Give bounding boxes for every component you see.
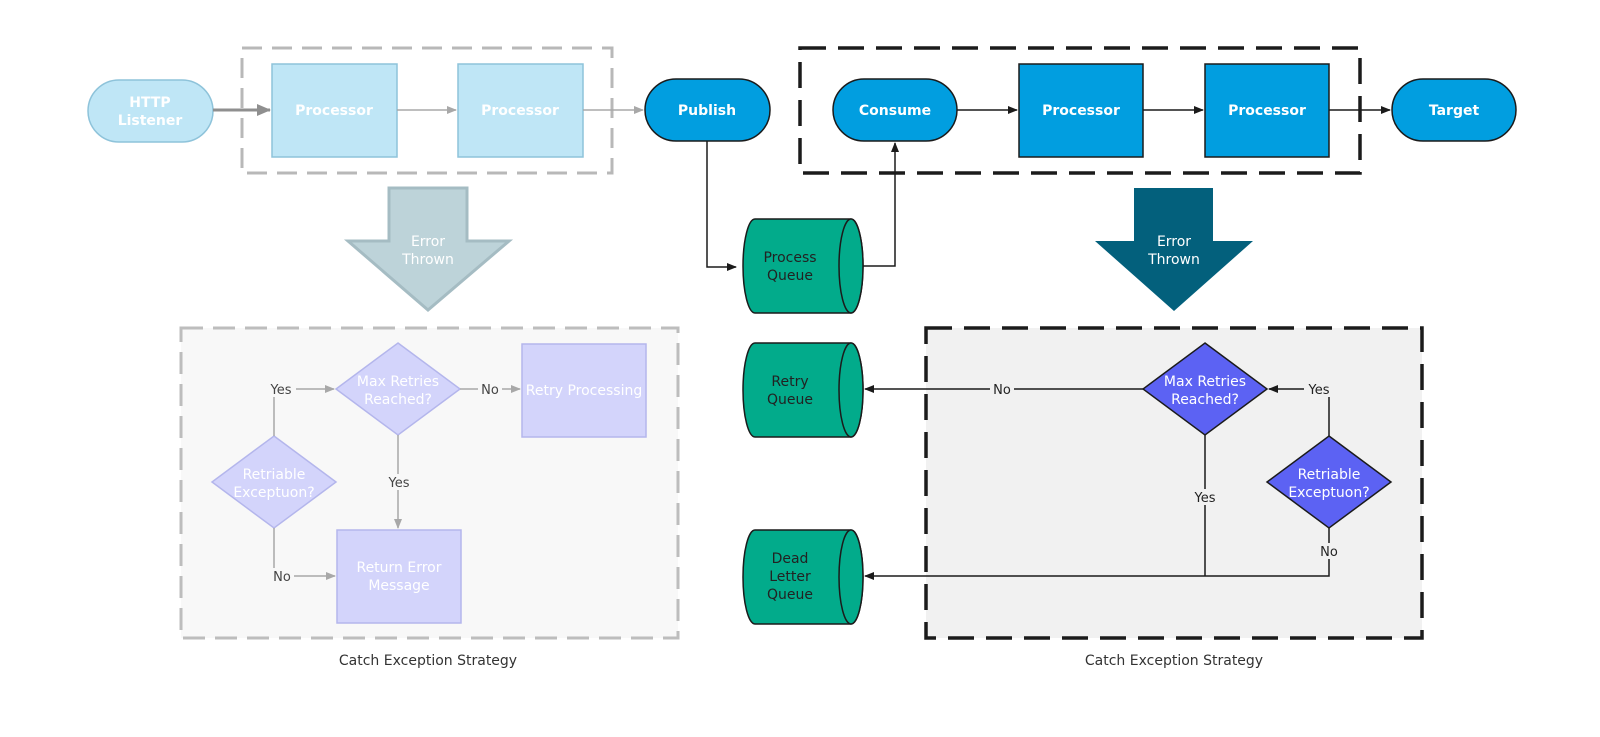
right-error-thrown-arrow: Error Thrown — [1095, 188, 1253, 311]
right-max-retries-label-line1: Max Retries — [1164, 374, 1246, 390]
left-retriable-decision[interactable]: Retriable Exceptuon? — [210, 435, 338, 529]
left-retry-processing-label: Retry Processing — [526, 383, 642, 399]
process-queue-label-line2: Queue — [767, 268, 813, 284]
left-error-thrown-label-line1: Error — [411, 234, 445, 250]
left-no-right-label: No — [481, 383, 499, 398]
left-no-bottom-label: No — [273, 570, 291, 585]
left-retriable-label-line2: Exceptuon? — [233, 485, 314, 501]
right-max-retries-decision[interactable]: Max Retries Reached? — [1141, 342, 1269, 436]
left-retriable-label-line1: Retriable — [243, 467, 306, 483]
right-retriable-label-line2: Exceptuon? — [1288, 485, 1369, 501]
dead-letter-queue-label-line1: Dead — [772, 551, 809, 567]
left-processor-2-label: Processor — [481, 103, 559, 119]
left-max-retries-decision[interactable]: Max Retries Reached? — [334, 342, 462, 436]
right-yes-right-label: Yes — [1308, 383, 1330, 398]
right-processor-2-label: Processor — [1228, 103, 1306, 119]
left-processor-1-label: Processor — [295, 103, 373, 119]
process-queue-label-line1: Process — [763, 250, 816, 266]
left-retry-processing-node[interactable]: Retry Processing — [521, 343, 647, 438]
left-return-error-node[interactable]: Return Error Message — [336, 529, 462, 624]
edge-process-queue-to-consume — [863, 142, 899, 267]
edge-label-bg — [270, 568, 294, 584]
right-yes-down-label: Yes — [1194, 491, 1216, 506]
left-yes-top-label: Yes — [270, 383, 292, 398]
left-yes-down-label: Yes — [388, 476, 410, 491]
edge-label-bg — [1316, 543, 1342, 559]
right-processor-1-label: Processor — [1042, 103, 1120, 119]
dead-letter-queue-label-line3: Queue — [767, 587, 813, 603]
left-processor-2-node[interactable]: Processor — [457, 63, 584, 158]
target-label: Target — [1429, 103, 1480, 119]
dead-letter-queue-node[interactable]: Dead Letter Queue — [742, 529, 864, 625]
publish-node[interactable]: Publish — [644, 78, 771, 142]
right-max-retries-label-line2: Reached? — [1171, 392, 1239, 408]
retry-queue-node[interactable]: Retry Queue — [742, 342, 864, 438]
right-processor-2-node[interactable]: Processor — [1204, 63, 1330, 158]
edge-label-bg — [1190, 489, 1220, 505]
right-error-thrown-label-line1: Error — [1157, 234, 1191, 250]
left-return-error-label-line1: Return Error — [356, 560, 441, 576]
publish-label: Publish — [678, 103, 736, 119]
left-return-error-label-line2: Message — [368, 578, 429, 594]
left-max-retries-label-line2: Reached? — [364, 392, 432, 408]
edge-label-bg — [266, 381, 296, 397]
right-retriable-label-line1: Retriable — [1298, 467, 1361, 483]
left-max-retries-label-line1: Max Retries — [357, 374, 439, 390]
right-retriable-decision[interactable]: Retriable Exceptuon? — [1265, 435, 1393, 529]
dead-letter-queue-label-line2: Letter — [769, 569, 811, 585]
target-node[interactable]: Target — [1391, 78, 1517, 142]
edge-label-bg — [384, 474, 414, 490]
edge-label-bg — [1304, 381, 1334, 397]
http-listener-label-line2: Listener — [118, 113, 183, 129]
left-error-thrown-label-line2: Thrown — [401, 252, 454, 268]
retry-queue-label-line2: Queue — [767, 392, 813, 408]
retry-queue-label-line1: Retry — [771, 374, 808, 390]
right-strategy-caption: Catch Exception Strategy — [1085, 653, 1263, 669]
consume-node[interactable]: Consume — [832, 78, 958, 142]
left-strategy-caption: Catch Exception Strategy — [339, 653, 517, 669]
http-listener-label-line1: HTTP — [129, 95, 170, 111]
left-processor-1-node[interactable]: Processor — [271, 63, 398, 158]
edge-label-bg — [478, 381, 502, 397]
process-queue-node[interactable]: Process Queue — [742, 218, 864, 314]
right-no-bottom-label: No — [1320, 545, 1338, 560]
right-error-thrown-label-line2: Thrown — [1147, 252, 1200, 268]
consume-label: Consume — [859, 103, 931, 119]
right-no-left-label: No — [993, 383, 1011, 398]
http-listener-node[interactable]: HTTP Listener — [87, 79, 214, 143]
edge-label-bg — [990, 381, 1014, 397]
edge-publish-to-process-queue — [706, 141, 737, 271]
right-processor-1-node[interactable]: Processor — [1018, 63, 1144, 158]
left-error-thrown-arrow: Error Thrown — [343, 186, 514, 312]
